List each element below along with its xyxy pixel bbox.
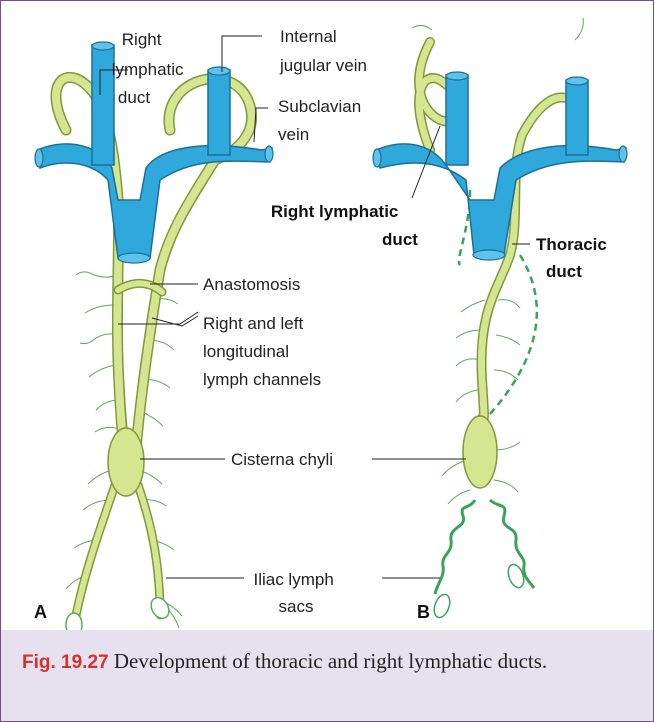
panel-a: Right lymphatic duct Internal jugular ve…: [34, 27, 367, 637]
label-anastomosis-a: Anastomosis: [203, 275, 300, 294]
label-subclavian-vein-a: Subclavian vein: [278, 97, 366, 144]
panel-letter-a: A: [34, 602, 47, 622]
lymph-twigs-b: [412, 18, 583, 504]
figure-caption: Fig. 19.27 Development of thoracic and r…: [22, 646, 632, 678]
label-right-lymphatic-duct-b: Right lymphatic duct: [271, 202, 418, 249]
cisterna-chyli-a: [108, 428, 144, 496]
panel-letter-b: B: [417, 602, 430, 622]
label-internal-jugular-vein-a: Internal jugular vein: [279, 27, 367, 75]
iliac-sac-right-a: [148, 594, 173, 621]
figure-number: Fig. 19.27: [22, 652, 109, 673]
caption-text: Development of thoracic and right lympha…: [114, 649, 547, 673]
label-longitudinal-channels-a: Right and left longitudinal lymph channe…: [203, 314, 321, 389]
label-thoracic-duct: Thoracic duct: [536, 235, 612, 281]
cisterna-chyli-b: [463, 416, 497, 488]
iliac-sac-left-b: [431, 592, 452, 619]
label-iliac-lymph-sacs: Iliac lymph sacs: [253, 570, 338, 616]
label-cisterna-chyli: Cisterna chyli: [231, 450, 333, 469]
